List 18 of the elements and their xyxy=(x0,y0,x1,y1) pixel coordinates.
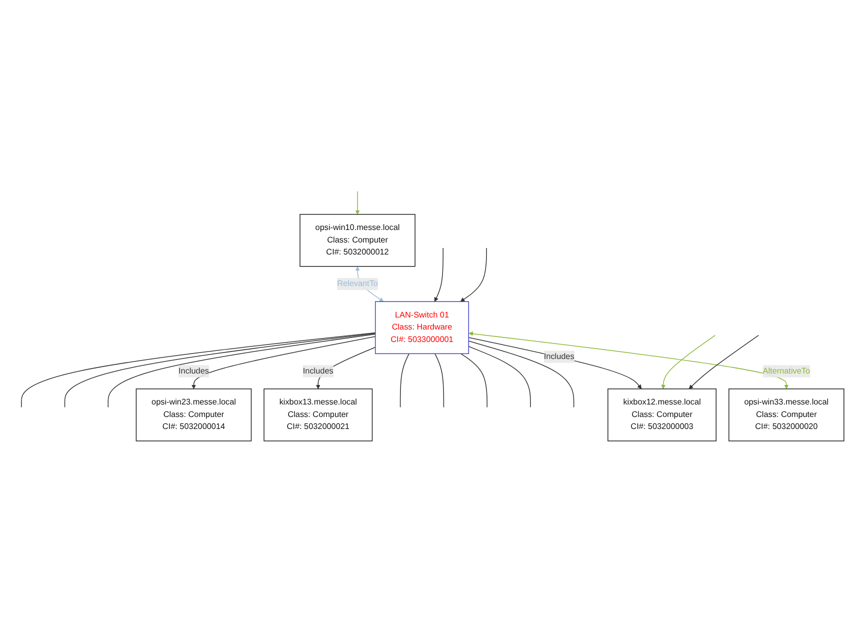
arrow xyxy=(468,332,789,390)
arrow xyxy=(661,334,716,390)
ci-record-box: opsi-win33.messe.local Class: Computer CI#: 5032000020 xyxy=(728,388,844,442)
edge-label: Includes xyxy=(544,352,574,361)
edge-label: AlternativeTo xyxy=(762,366,810,376)
ci-record-box: kixbox13.messe.local Class: Computer CI#: 5032000021 xyxy=(264,388,373,442)
edge-label: RelevantTo xyxy=(337,279,378,288)
arrow xyxy=(460,248,487,302)
arrow xyxy=(355,191,360,215)
ci-record-box: opsi-win10.messe.local Class: Computer CI#: 5032000012 xyxy=(300,214,416,267)
ci-record-box: opsi-win23.messe.local Class: Computer CI#: 5032000014 xyxy=(136,388,252,442)
edge-label: Includes xyxy=(178,366,209,376)
edge-label: Includes xyxy=(302,366,334,376)
ci-record-box: LAN-Switch 01 Class: Hardware CI#: 5033000001 xyxy=(374,301,470,354)
arrow xyxy=(192,336,376,390)
ci-record-box: kixbox12.messe.local Class: Computer CI#: 5032000003 xyxy=(608,388,716,442)
arrow xyxy=(688,334,759,390)
arrow xyxy=(434,248,444,302)
